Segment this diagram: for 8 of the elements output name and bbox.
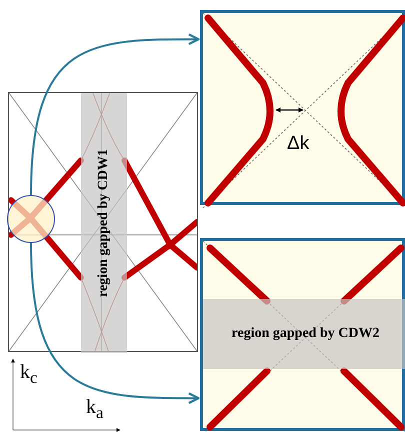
gapped-region-band: region gapped by CDW2 [203,299,405,369]
axis-label: k$_{c}$ [20,362,38,387]
magnified-region-circle [7,195,55,243]
arrow [30,33,200,196]
axis-label: k$_{a}$ [86,397,104,422]
gapped-region-band: region gapped by CDW1 [81,93,127,353]
dimension-label: Δk [287,134,310,153]
arrow [30,242,200,404]
